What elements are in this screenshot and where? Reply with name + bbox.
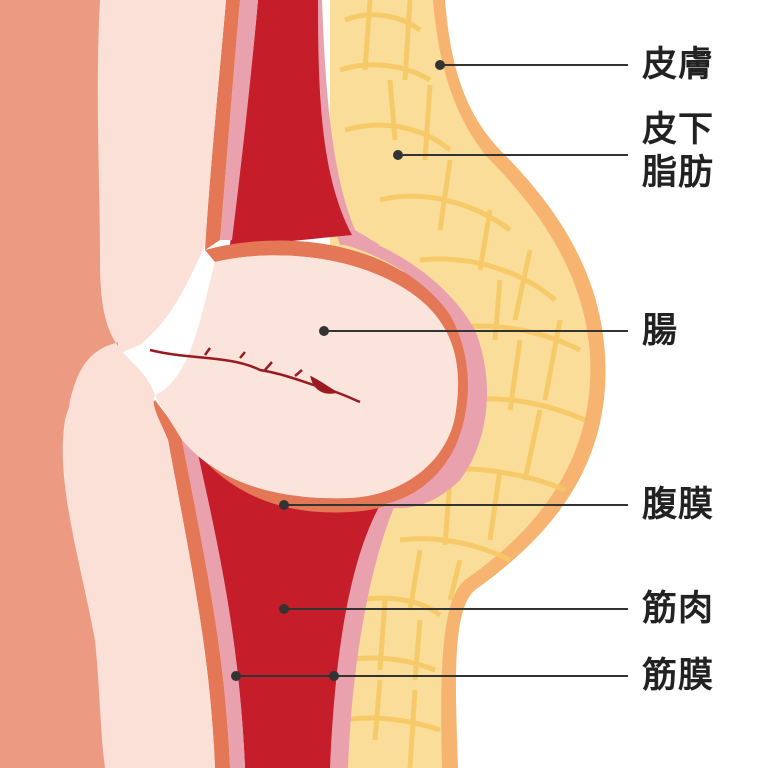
label-skin: 皮膚 [642,45,715,85]
label-fascia: 筋膜 [642,656,715,696]
leader-lines [236,64,628,677]
dot-peritoneum [279,500,289,510]
dot-muscle [279,604,289,614]
label-peritoneum: 腹膜 [642,485,715,525]
dot-fascia-right [329,671,339,681]
dot-fat [393,150,403,160]
label-intestine: 腸 [642,311,679,351]
dot-skin [435,60,445,70]
fat-cells [339,0,586,768]
intestine-fold [149,348,361,404]
dot-fascia-left [231,671,241,681]
peritoneum-lower-left [150,400,230,768]
peritoneum-upper [205,0,240,250]
intestine-sac [155,255,459,499]
fascia-lower-left [182,440,245,768]
label-subcutaneous-fat: 皮下 脂肪 [642,110,715,193]
intestine-fold-detail [203,347,339,394]
leader-dots [231,60,445,681]
fascia-lower-right [330,505,395,768]
label-muscle: 筋肉 [642,589,715,629]
fascia-sac [345,235,487,509]
muscle-upper [230,0,352,245]
fascia-upper-inner [220,0,258,240]
abdominal-tissue-main [67,0,226,768]
dot-intestine [319,326,329,336]
